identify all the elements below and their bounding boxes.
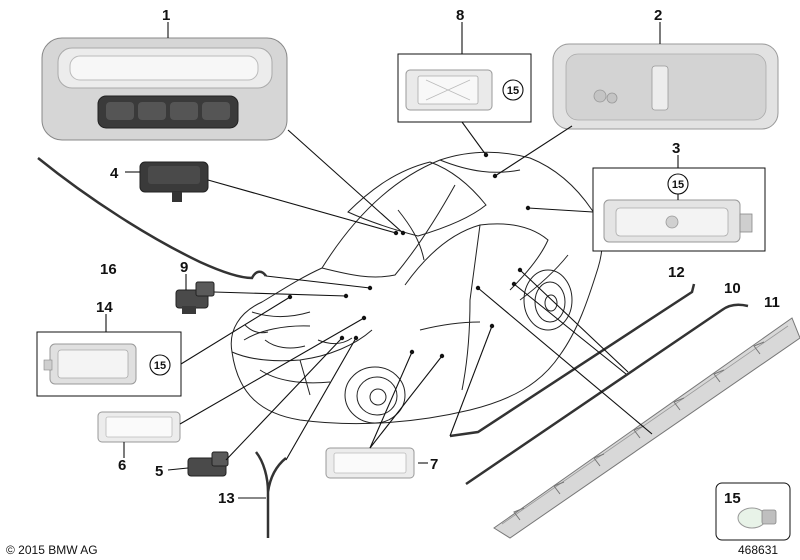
- circled-ref-14: 15: [154, 360, 166, 372]
- label-part-1: 1: [162, 7, 170, 24]
- car-outline: [230, 151, 603, 425]
- label-part-12: 12: [668, 264, 685, 281]
- part-1-roof-console: [41, 37, 288, 141]
- label-part-6: 6: [118, 457, 126, 474]
- copyright-text: © 2015 BMW AG: [6, 543, 98, 557]
- part-2-lamp-housing: [552, 43, 779, 130]
- label-part-2: 2: [654, 7, 662, 24]
- label-part-3: 3: [672, 140, 680, 157]
- label-part-5: 5: [155, 463, 163, 480]
- diagram-number: 468631: [738, 543, 778, 557]
- label-part-10: 10: [724, 280, 741, 297]
- label-part-4: 4: [110, 165, 119, 182]
- part-14-box: [36, 331, 182, 397]
- label-part-8: 8: [456, 7, 464, 24]
- part-10-strip: [465, 303, 749, 486]
- label-part-11: 11: [764, 294, 780, 311]
- circled-ref-8: 15: [507, 85, 519, 97]
- leader-dots: [287, 152, 531, 359]
- label-part-9: 9: [180, 259, 188, 276]
- leader-lines: [105, 22, 679, 499]
- label-part-13: 13: [218, 490, 235, 507]
- label-part-15: 15: [724, 490, 741, 507]
- part-14-circled-ref: [149, 354, 171, 376]
- part-5-connector: [187, 451, 229, 477]
- part-4-module: [139, 161, 209, 202]
- part-12-strip: [449, 283, 696, 438]
- part-15-box: [715, 482, 791, 541]
- label-part-16: 16: [100, 261, 117, 278]
- part-11-sill-trim: [493, 317, 800, 539]
- label-part-7: 7: [430, 456, 438, 473]
- label-part-14: 14: [96, 299, 113, 316]
- part-16-cable: [37, 157, 268, 280]
- part-8-box: [397, 53, 532, 123]
- part-13-harness: [254, 451, 287, 538]
- part-7-lamp: [325, 447, 415, 479]
- part-3-box: [592, 167, 766, 252]
- circled-ref-3: 15: [672, 179, 684, 191]
- part-8-circled-ref: [502, 79, 524, 101]
- part-6-lamp: [97, 411, 181, 443]
- part-9-sensor: [175, 281, 215, 314]
